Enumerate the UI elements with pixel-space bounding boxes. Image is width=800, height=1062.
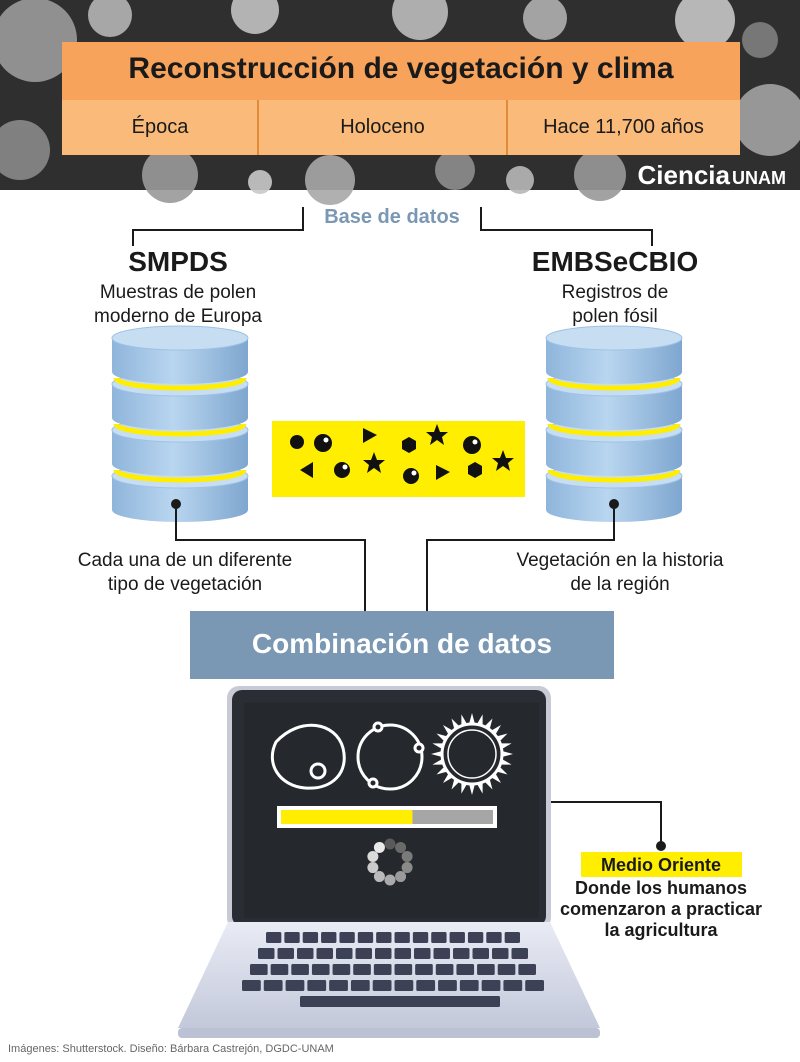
page-title: Reconstrucción de vegetación y clima [128, 52, 674, 85]
embsecbio-database-icon [545, 325, 683, 522]
epoch-banner [62, 100, 740, 155]
loading-spinner-icon [367, 838, 413, 886]
data-connectors [171, 499, 619, 611]
dot-pollen-icon [314, 434, 332, 452]
pollen-symbols-strip [272, 421, 525, 497]
image-credits: Imágenes: Shutterstock. Diseño: Bárbara … [8, 1043, 334, 1055]
header-background [0, 0, 800, 205]
left-db-desc-line2: moderno de Europa [94, 306, 262, 327]
callout-connector [551, 801, 666, 851]
smpds-database-icon [111, 325, 249, 522]
left-db-desc-line1: Muestras de polen [99, 282, 257, 303]
callout-title: Medio Oriente [600, 855, 721, 875]
right-db-note-line1: Vegetación en la historia [516, 550, 724, 571]
callout-line2: comenzaron a practicar [559, 899, 763, 919]
combination-label: Combinación de datos [251, 628, 553, 659]
loading-progress-bar [277, 806, 497, 828]
database-disk [111, 325, 249, 384]
right-db-desc-line1: Registros de [561, 282, 669, 303]
left-db-name: SMPDS [128, 246, 228, 277]
callout-line3: la agricultura [604, 920, 718, 940]
epoch-value: Holoceno [340, 116, 425, 138]
callout-line1: Donde los humanos [574, 878, 747, 898]
callout-highlight [581, 852, 742, 877]
pollen-grain-spiky-icon [431, 713, 513, 795]
title-banner [62, 42, 740, 100]
right-db-note-line2: de la región [570, 574, 670, 595]
progress-fill [281, 810, 413, 824]
pollen-grain-pored-icon [356, 721, 425, 791]
database-label: Base de datos [324, 206, 460, 228]
left-db-note-line1: Cada una de un diferente [77, 550, 293, 571]
combination-box [190, 611, 614, 679]
epoch-age: Hace 11,700 años [543, 116, 704, 138]
pollen-background-texture [0, 0, 800, 205]
brand-secondary: UNAM [732, 168, 786, 188]
left-db-note-line2: tipo de vegetación [107, 574, 263, 595]
epoch-label: Época [131, 116, 189, 138]
database-bracket [132, 207, 653, 246]
right-db-name: EMBSeCBIO [531, 246, 699, 277]
right-db-desc-line2: polen fósil [572, 306, 658, 327]
pollen-grain-smooth-icon [270, 723, 346, 790]
laptop-icon [178, 686, 600, 1038]
brand-primary: Ciencia [637, 160, 731, 190]
laptop-keyboard [242, 932, 544, 1007]
database-disk [545, 325, 683, 384]
